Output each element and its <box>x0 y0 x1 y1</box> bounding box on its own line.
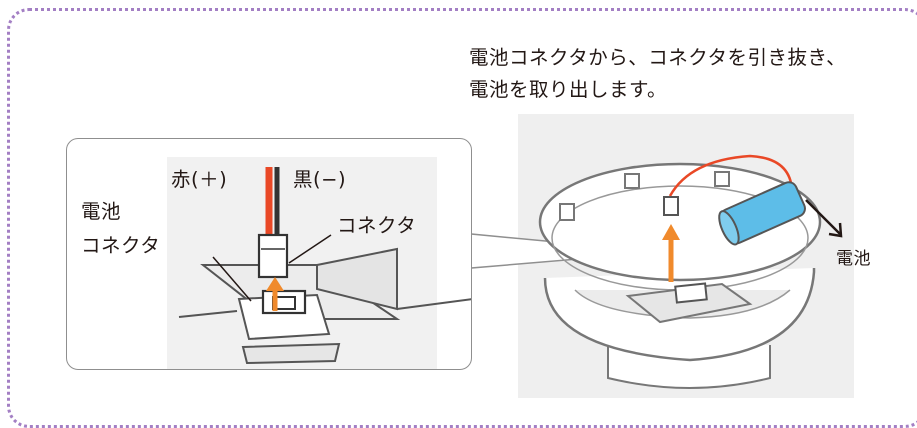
device-rim <box>538 162 822 282</box>
instruction-line-2: 電池を取り出します。 <box>469 78 668 101</box>
battery-cell <box>718 181 806 246</box>
battery-connector-label-line2: コネクタ <box>81 234 161 257</box>
zoom-callout: 赤(＋) 黒(−) 電池 コネクタ コネクタ <box>66 138 472 370</box>
battery-connector <box>674 282 708 304</box>
callout-connector <box>257 233 289 279</box>
pulled-connector <box>663 196 679 216</box>
black-wire-label: 黒(−) <box>293 168 347 191</box>
battery-wire <box>668 154 794 197</box>
instruction-text: 電池コネクタから、コネクタを引き抜き、 電池を取り出します。 <box>469 42 909 106</box>
battery-pointer-arrow <box>805 199 841 235</box>
connector-label: コネクタ <box>337 214 417 237</box>
instruction-line-1: 電池コネクタから、コネクタを引き抜き、 <box>469 46 847 69</box>
battery-connector-label-line1: 電池 <box>81 200 122 223</box>
device-illustration <box>470 114 854 398</box>
connector-leader <box>288 234 332 264</box>
callout-illustration <box>167 157 471 369</box>
red-wire-label: 赤(＋) <box>171 168 228 191</box>
battery-connector-leader <box>212 256 252 302</box>
battery-label: 電池 <box>836 249 871 269</box>
